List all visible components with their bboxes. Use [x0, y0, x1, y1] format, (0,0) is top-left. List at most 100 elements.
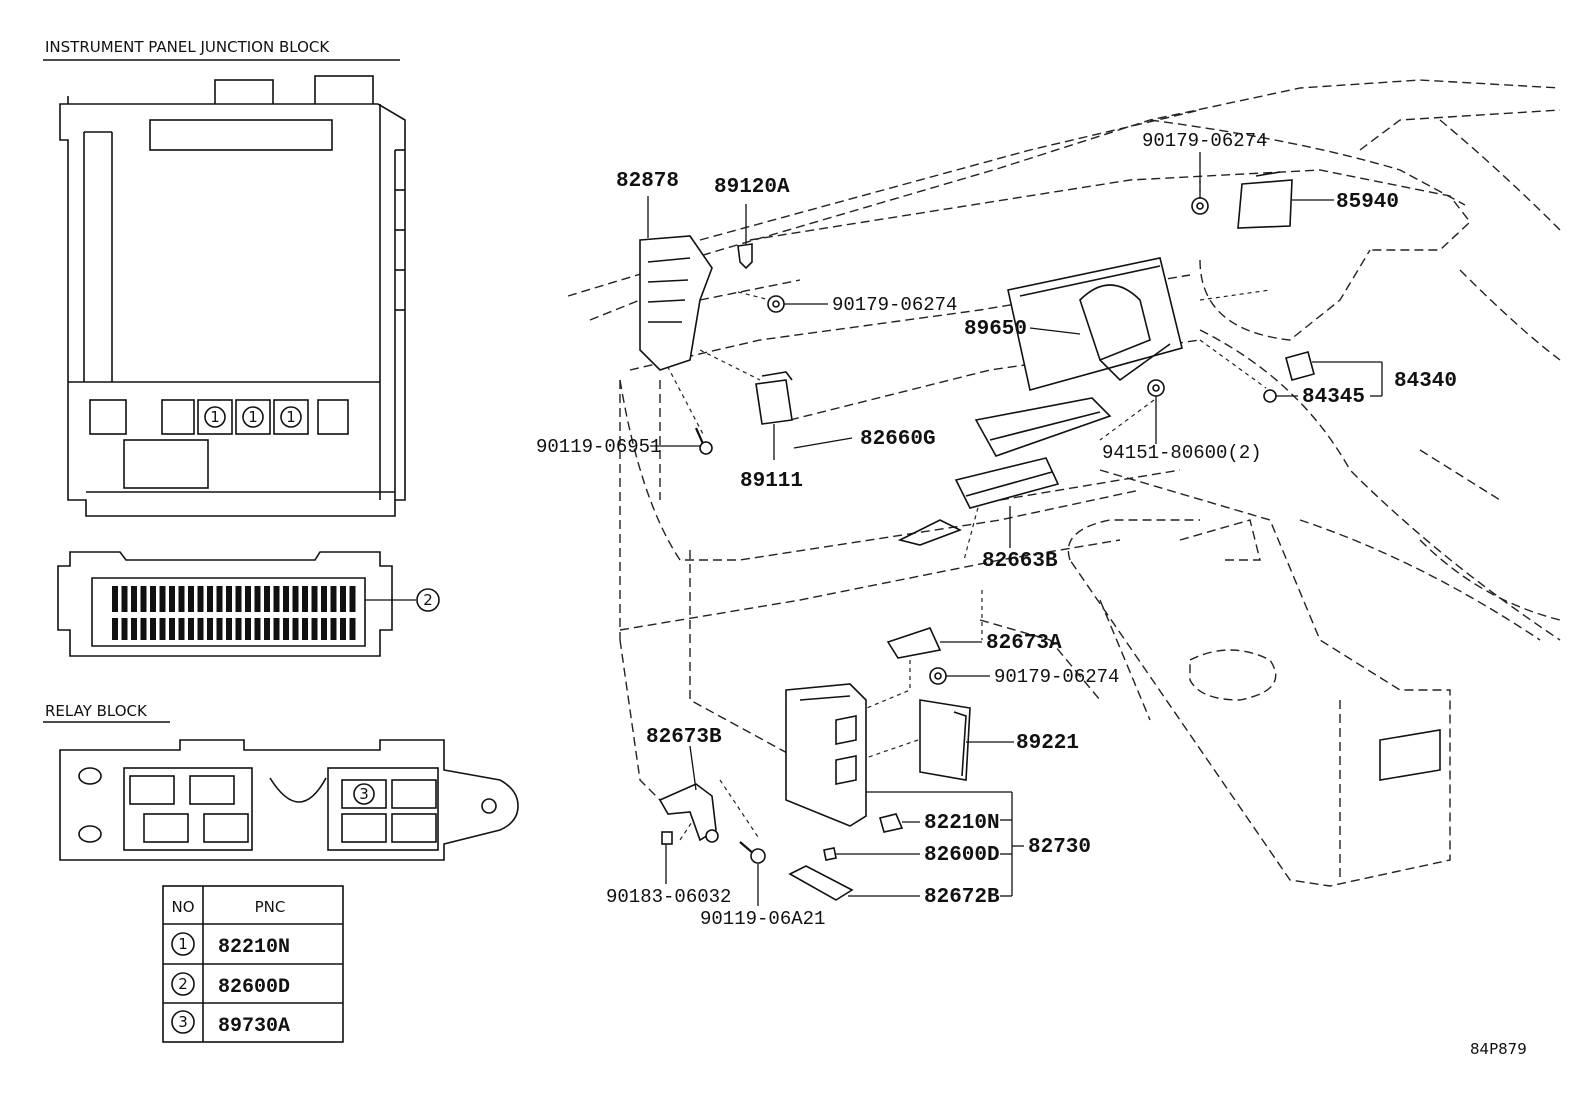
pnc-row-no: 2 — [178, 975, 188, 993]
part-89221-module — [919, 699, 971, 781]
callout-90179-06274-c: 90179-06274 — [994, 666, 1119, 688]
connector-pin-slot — [264, 586, 270, 612]
connector-pin-slot — [188, 586, 194, 612]
connector-pin-slot — [140, 618, 147, 640]
pnc-row-value: 82210N — [218, 936, 290, 959]
connector-pin-slot — [349, 586, 356, 612]
connector-pin-slot — [131, 618, 137, 640]
marker-1-b: 1 — [242, 406, 264, 428]
callout-82600D: 82600D — [924, 844, 1000, 867]
connector-pin-slot — [207, 618, 213, 640]
pnc-row-no: 1 — [178, 935, 188, 953]
callout-89221: 89221 — [1016, 732, 1079, 755]
connector-pin-slot — [311, 618, 318, 640]
pnc-table: NO PNC 1 82210N 2 82600D 3 89730A — [162, 885, 344, 1043]
connector-pin-slot — [330, 586, 337, 612]
part-90119-06951-bolt — [694, 427, 713, 455]
callout-90179-06274-b: 90179-06274 — [1142, 130, 1267, 152]
connector-pin-slot — [226, 586, 232, 612]
connector-pin-slot — [150, 586, 156, 612]
pnc-row-value: 82600D — [218, 976, 290, 999]
connector-pin-slot — [188, 618, 194, 640]
callout-84340: 84340 — [1394, 370, 1457, 393]
dashboard-outline — [567, 79, 1561, 887]
part-84345-switch — [1263, 351, 1315, 403]
connector-pin-slot — [121, 586, 128, 612]
connector-pin-slot — [283, 618, 289, 640]
part-90119-06A21-bolt — [739, 841, 766, 864]
connector-pin-slot — [254, 618, 261, 640]
svg-text:3: 3 — [359, 785, 369, 803]
callout-82730: 82730 — [1028, 836, 1091, 859]
part-89120A-clip — [737, 243, 753, 270]
pnc-table-row: 1 82210N — [171, 932, 290, 959]
junction-block-drawing — [59, 75, 406, 517]
part-82673B-bracket — [658, 783, 719, 843]
connector-pin-slot — [302, 586, 308, 612]
connector-pin-slot — [140, 586, 147, 612]
connector-pin-slot — [112, 618, 118, 640]
callout-90119-06A21: 90119-06A21 — [700, 908, 825, 930]
connector-pin-slot — [226, 618, 232, 640]
connector-pin-slot — [197, 586, 204, 612]
callout-84345: 84345 — [1302, 386, 1365, 409]
connector-pin-slot — [273, 586, 280, 612]
part-94151-nut — [1147, 379, 1165, 397]
connector-pin-slot — [311, 586, 318, 612]
callout-90179-06274-a: 90179-06274 — [832, 294, 957, 316]
svg-text:1: 1 — [286, 408, 296, 426]
callout-89120A: 89120A — [714, 176, 790, 199]
callout-82660G: 82660G — [860, 428, 936, 451]
connector-pin-slot — [264, 618, 270, 640]
part-82730-junction-block — [785, 683, 867, 827]
connector-pin-slot — [169, 586, 175, 612]
part-89650-display — [1007, 257, 1183, 391]
callout-leaders — [647, 152, 1383, 906]
pnc-table-row: 3 89730A — [171, 1010, 290, 1038]
part-82673A-bracket — [886, 627, 942, 659]
connector-pin-slot — [349, 618, 356, 640]
marker-2: 2 — [365, 588, 440, 612]
callout-90119-06951: 90119-06951 — [536, 436, 661, 458]
pnc-row-value: 89730A — [218, 1015, 290, 1038]
connector-pin-slot — [159, 618, 166, 640]
connector-pin-slot — [340, 618, 346, 640]
part-82660G-block — [974, 397, 1112, 457]
callout-85940: 85940 — [1336, 191, 1399, 214]
pnc-table-header-pnc: PNC — [255, 898, 286, 916]
connector-pin-slot — [131, 586, 137, 612]
connector-pin-slot — [112, 586, 118, 612]
callout-82673B: 82673B — [646, 726, 722, 749]
connector-pin-slot — [216, 586, 223, 612]
part-82672B-cover — [788, 865, 854, 901]
connector-pin-slot — [254, 586, 261, 612]
part-90179-nut-a — [767, 295, 785, 313]
connector-pin-slot — [178, 586, 185, 612]
relay-block-drawing — [59, 739, 519, 861]
connector-pin-slot — [121, 618, 128, 640]
junction-block-connector-view — [57, 551, 393, 657]
connector-pin-slot — [178, 618, 185, 640]
connector-pin-slot — [197, 618, 204, 640]
connector-pin-slot — [216, 618, 223, 640]
pnc-row-no: 3 — [178, 1013, 188, 1031]
part-90179-nut-c — [929, 667, 947, 685]
connector-pin-slot — [207, 586, 213, 612]
connector-pin-slot — [292, 586, 299, 612]
part-82210N-fuse — [879, 813, 904, 833]
part-90183-clip — [661, 831, 673, 845]
svg-text:2: 2 — [423, 591, 433, 609]
callout-82210N: 82210N — [924, 812, 1000, 835]
connector-pin-slot — [283, 586, 289, 612]
part-90179-nut-b — [1191, 197, 1209, 215]
callout-90183-06032: 90183-06032 — [606, 886, 731, 908]
marker-3: 3 — [353, 783, 375, 805]
connector-pin-slot — [273, 618, 280, 640]
connector-pin-slot — [150, 618, 156, 640]
connector-pin-slot — [340, 586, 346, 612]
part-82878-bracket — [639, 235, 713, 371]
marker-1-c: 1 — [280, 406, 302, 428]
part-89111-sensor — [755, 371, 793, 425]
callout-82663B: 82663B — [982, 550, 1058, 573]
